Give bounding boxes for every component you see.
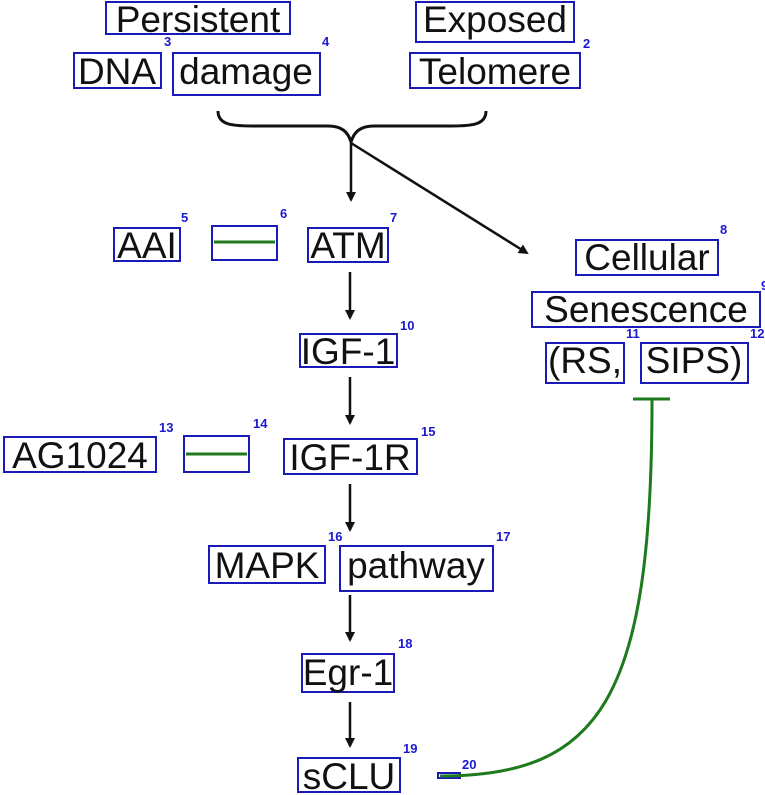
index-6: 6 — [280, 206, 287, 221]
index-20: 20 — [462, 757, 476, 772]
atm-box — [307, 227, 389, 263]
senescence-box — [531, 291, 761, 328]
index-7: 7 — [390, 210, 397, 225]
sclu-box — [297, 757, 401, 793]
senescence-text: Senescence — [544, 289, 748, 330]
arrow-to-senescence — [350, 141, 529, 255]
grouping-brace — [216, 110, 488, 148]
sips-text: SIPS) — [646, 340, 743, 381]
index-16: 16 — [328, 529, 342, 544]
sclu-text: sCLU — [303, 756, 396, 795]
telomere-box — [409, 52, 581, 89]
sips-box — [640, 342, 749, 384]
index-11: 11 — [626, 326, 640, 341]
index-4: 4 — [322, 34, 330, 49]
index-14: 14 — [253, 416, 268, 431]
persistent-box — [105, 1, 291, 35]
index-8: 8 — [720, 222, 727, 237]
index-13: 13 — [159, 420, 173, 435]
sclu-inhibits-senescence — [439, 399, 654, 778]
mapk-box — [208, 545, 326, 584]
ag1024-text: AG1024 — [12, 435, 148, 476]
ag1024-box — [3, 436, 157, 473]
index-2: 2 — [583, 36, 590, 51]
egr1-text: Egr-1 — [303, 652, 393, 693]
pathway-text: pathway — [347, 545, 485, 586]
dna-box — [73, 52, 162, 89]
igf1-box — [299, 333, 398, 368]
mapk-text: MAPK — [215, 545, 320, 586]
index-5: 5 — [181, 210, 188, 225]
index-3: 3 — [164, 34, 171, 49]
index-18: 18 — [398, 636, 412, 651]
rs-text: (RS, — [548, 340, 622, 381]
index-19: 19 — [403, 741, 417, 756]
index-9: 9 — [761, 278, 765, 293]
index-12: 12 — [750, 326, 764, 341]
rs-box — [545, 342, 625, 384]
exposed-box — [415, 1, 575, 43]
index-10: 10 — [400, 318, 414, 333]
pathway-box — [339, 545, 494, 592]
exposed-text: Exposed — [423, 0, 567, 40]
cellular-box — [575, 239, 719, 276]
atm-text: ATM — [310, 225, 385, 266]
persistent-text: Persistent — [116, 0, 281, 40]
dna-text: DNA — [78, 51, 156, 92]
igf1r-box — [283, 438, 418, 475]
aai-box — [113, 227, 181, 262]
igf1-text: IGF-1 — [301, 331, 396, 372]
igf1r-text: IGF-1R — [289, 437, 410, 478]
telomere-text: Telomere — [419, 51, 571, 92]
damage-box — [172, 52, 321, 96]
index-15: 15 — [421, 424, 435, 439]
inhibitor-box-14 — [183, 435, 250, 473]
aai-text: AAI — [117, 225, 177, 266]
egr1-box — [301, 653, 395, 693]
damage-text: damage — [179, 51, 313, 92]
index-17: 17 — [496, 529, 510, 544]
inhibitor-box-6 — [211, 225, 278, 261]
cellular-text: Cellular — [584, 237, 709, 278]
